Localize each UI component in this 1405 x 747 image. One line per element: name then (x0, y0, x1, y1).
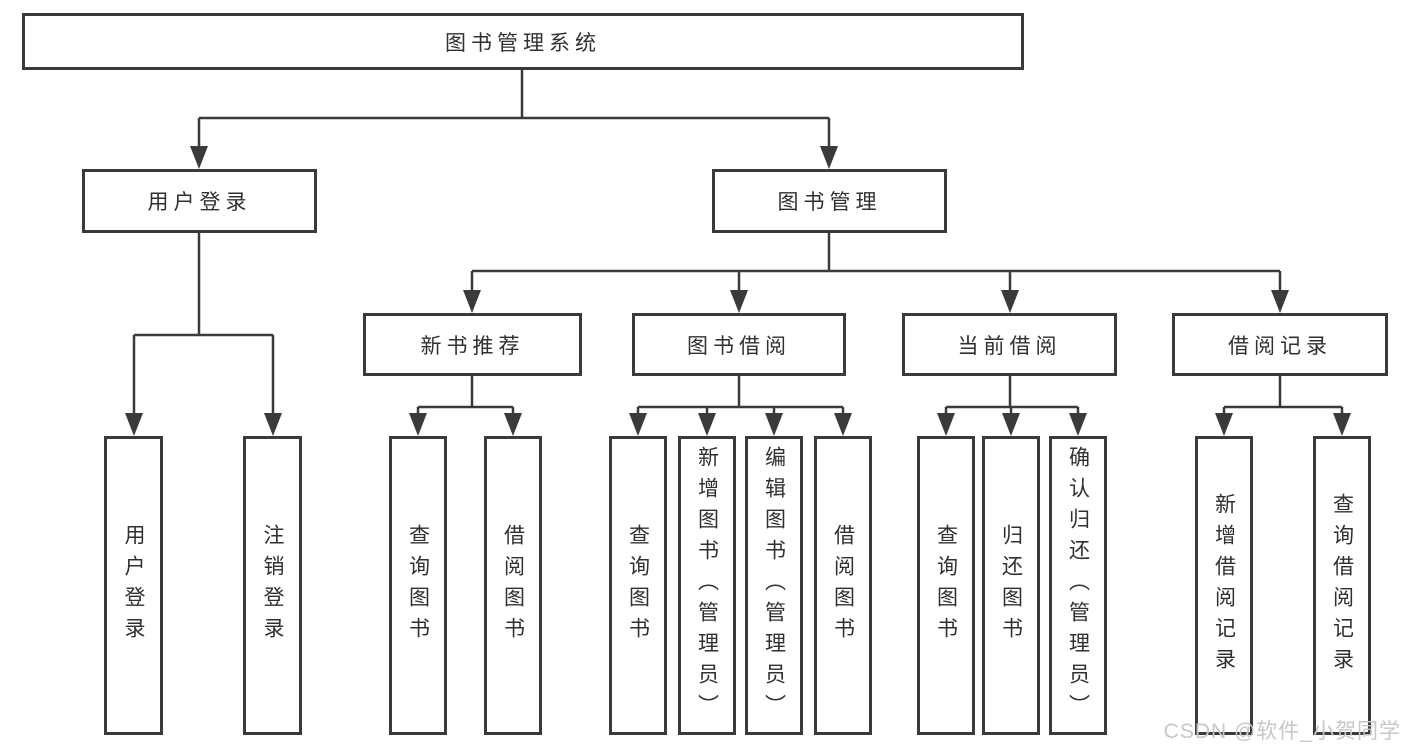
leaf-record-add-record-label: 新增借阅记录 (1212, 492, 1236, 679)
leaf-logout-label: 注销登录 (261, 523, 284, 648)
connector-current-to-children (944, 376, 1080, 417)
node-root: 图书管理系统 (22, 13, 1024, 70)
leaf-current-confirm-return-admin: 确认归还（管理员） (1049, 436, 1107, 735)
node-root-label: 图书管理系统 (445, 31, 601, 55)
node-book-management: 图书管理 (712, 169, 947, 233)
leaf-current-query-book: 查询图书 (917, 436, 975, 735)
connector-user-login-to-children (132, 233, 275, 416)
connector-book-management-to-level3 (470, 233, 1282, 294)
leaf-borrow-query-book-label: 查询图书 (626, 523, 650, 648)
node-user-login: 用户登录 (82, 169, 317, 233)
arrowheads (125, 146, 1351, 436)
leaf-borrow-edit-book-admin: 编辑图书（管理员） (745, 436, 803, 735)
csdn-watermark: CSDN @软件_小贺同学 (1163, 720, 1401, 743)
connector-root-to-level2 (197, 70, 831, 150)
leaf-borrow-borrow-book: 借阅图书 (814, 436, 872, 735)
connector-borrow-to-children (636, 376, 845, 417)
node-user-login-label: 用户登录 (147, 191, 252, 214)
node-book-management-label: 图书管理 (777, 191, 882, 214)
leaf-record-query-record-label: 查询借阅记录 (1330, 492, 1354, 679)
leaf-recommend-borrow-book-label: 借阅图书 (501, 523, 525, 648)
node-new-book-recommend: 新书推荐 (363, 313, 582, 376)
leaf-logout: 注销登录 (243, 436, 302, 735)
connector-record-to-children (1222, 376, 1344, 417)
connector-recommend-to-children (416, 376, 515, 417)
leaf-borrow-query-book: 查询图书 (609, 436, 667, 735)
node-new-book-recommend-label: 新书推荐 (420, 334, 525, 358)
leaf-current-query-book-label: 查询图书 (934, 523, 958, 648)
node-book-borrow-label: 图书借阅 (687, 334, 791, 358)
leaf-borrow-edit-book-admin-label: 编辑图书（管理员） (762, 446, 786, 725)
leaf-user-login-label: 用户登录 (122, 523, 145, 648)
node-borrow-record: 借阅记录 (1172, 313, 1388, 376)
leaf-borrow-add-book-admin-label: 新增图书（管理员） (695, 446, 719, 725)
leaf-current-return-book: 归还图书 (982, 436, 1040, 735)
leaf-recommend-query-book: 查询图书 (389, 436, 447, 735)
leaf-record-add-record: 新增借阅记录 (1195, 436, 1253, 735)
node-book-borrow: 图书借阅 (632, 313, 846, 376)
leaf-current-return-book-label: 归还图书 (999, 523, 1023, 648)
node-current-borrow-label: 当前借阅 (957, 334, 1062, 358)
leaf-user-login: 用户登录 (104, 436, 163, 735)
node-borrow-record-label: 借阅记录 (1228, 334, 1332, 358)
leaf-borrow-add-book-admin: 新增图书（管理员） (678, 436, 736, 735)
leaf-current-confirm-return-admin-label: 确认归还（管理员） (1066, 446, 1090, 725)
node-current-borrow: 当前借阅 (902, 313, 1117, 376)
leaf-recommend-borrow-book: 借阅图书 (484, 436, 542, 735)
leaf-borrow-borrow-book-label: 借阅图书 (831, 523, 855, 648)
leaf-recommend-query-book-label: 查询图书 (406, 523, 430, 648)
leaf-record-query-record: 查询借阅记录 (1313, 436, 1371, 735)
